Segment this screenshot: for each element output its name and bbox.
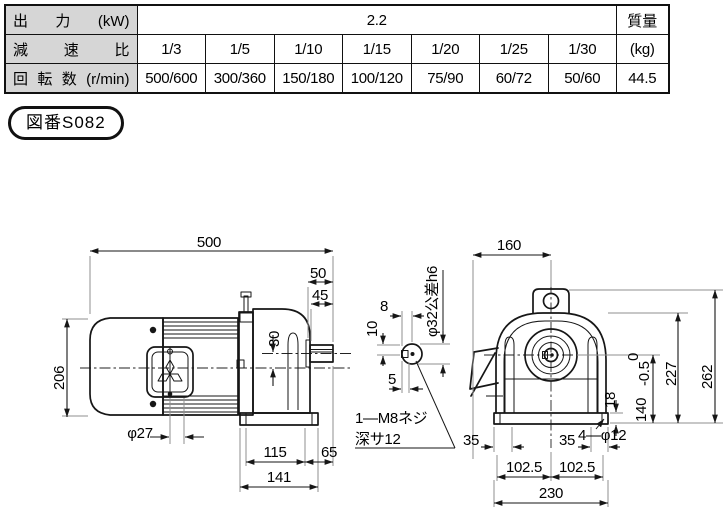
cover-bolt-icon: [149, 326, 157, 334]
mass-label-cell: 質量: [616, 4, 669, 35]
table-row-speed: 回転数(r/min) 500/600 300/360 150/180 100/1…: [4, 63, 669, 94]
speed-cell: 100/120: [342, 63, 412, 94]
dim-115-label: 115: [263, 444, 286, 461]
dim-140-label: 140: [633, 398, 650, 422]
box-screw-icon: [167, 348, 173, 355]
shaft-collar-circle: [538, 342, 564, 368]
dimension-lines: [64, 248, 334, 490]
three-diamond-logo-icon: [157, 359, 183, 382]
speed-cell: 50/60: [547, 63, 617, 94]
dim-35-right-label: 35: [559, 432, 575, 449]
dim-206-label: 206: [51, 366, 68, 390]
output-value-cell: 2.2: [136, 4, 617, 35]
ratio-cell: 1/25: [479, 34, 549, 64]
mounting-foot: [239, 412, 319, 426]
keyway-notch: [542, 351, 548, 359]
gearbox-rib: [287, 332, 299, 410]
dim-262-label: 262: [699, 365, 716, 389]
flange-lug: [236, 359, 245, 369]
shaft-end-detail: 8 10 5 φ32公差h6 1—M8ネジ 深サ12: [355, 266, 456, 449]
terminal-flap-edge: [470, 352, 496, 397]
ratio-cell: 1/3: [136, 34, 206, 64]
motor-frame: [162, 317, 239, 416]
dim-5-label: 5: [388, 371, 396, 388]
speed-cell: 60/72: [479, 63, 549, 94]
right-rib: [587, 336, 598, 413]
speed-cell: 500/600: [136, 63, 206, 94]
ratio-label-cell: 減 速 比: [4, 34, 138, 64]
speed-cell: 300/360: [205, 63, 275, 94]
holes-note-label: 4—φ12: [578, 427, 626, 444]
dim-50-label: 50: [310, 265, 326, 282]
terminal-flap: [469, 347, 499, 390]
dim-500-label: 500: [197, 234, 221, 251]
shaft-tolerance-label: φ32公差h6: [424, 266, 441, 337]
eyebolt-shank: [243, 295, 249, 314]
shaft-center-dot: [550, 353, 554, 357]
box-screw-icon: [167, 391, 173, 397]
motor-flange: [238, 311, 254, 416]
ratio-cell: 1/15: [342, 34, 412, 64]
shaft-circle: [543, 347, 559, 363]
housing-outline: [495, 312, 607, 414]
cover-bolt-icon: [149, 400, 157, 408]
dim-102-left-label: 102.5: [506, 459, 542, 476]
dim-65-label: 65: [321, 444, 337, 461]
ratio-cell: 1/5: [205, 34, 275, 64]
dim-30-label: 30: [266, 331, 283, 347]
fan-cover: [89, 317, 164, 416]
output-label-cell: 出力(kW): [4, 4, 138, 35]
housing-inner-wall: [503, 320, 599, 413]
dim-227-label: 227: [663, 362, 680, 386]
dim-45-label: 45: [312, 287, 328, 304]
speed-cell: 150/180: [273, 63, 343, 94]
tolerance-upper-label: 0: [625, 353, 642, 361]
dim-230-label: 230: [539, 485, 563, 502]
dimension-lines: [472, 252, 718, 506]
lifting-lug: [532, 288, 570, 314]
dim-phi27-label: φ27: [127, 425, 153, 442]
dim-160-label: 160: [497, 237, 521, 254]
left-rib: [504, 336, 515, 413]
dim-10-label: 10: [364, 321, 381, 337]
speed-label-cell: 回転数(r/min): [4, 63, 138, 94]
table-row-ratio: 減 速 比 1/3 1/5 1/10 1/15 1/20 1/25 1/30 (…: [4, 34, 669, 64]
tap-note-line1: 1—M8ネジ: [355, 410, 428, 427]
detail-extension-lines: [377, 311, 450, 393]
mass-unit-cell: (kg): [616, 34, 669, 64]
tolerance-lower-label: -0.5: [636, 361, 653, 386]
tap-note-line2: 深サ12: [355, 431, 401, 448]
table-row-output: 出力(kW) 2.2 質量: [4, 4, 669, 35]
output-shaft: [309, 344, 334, 363]
lug-hole: [542, 292, 560, 310]
drawing-number-badge: 図番S082: [8, 106, 124, 140]
front-view: 160 262 227 140 0 -0.5 18 35 35 102.5 10…: [463, 237, 723, 507]
gearbox-housing: [252, 308, 311, 414]
dim-8-label: 8: [380, 298, 388, 315]
side-view: 500 50 45 206 30 φ27 115 65 141: [51, 234, 352, 492]
eyebolt-head: [240, 291, 252, 298]
dim-18-label: 18: [602, 392, 619, 408]
bearing-circle: [531, 335, 571, 375]
speed-cell: 75/90: [410, 63, 480, 94]
extension-lines: [62, 256, 334, 492]
dim-102-right-label: 102.5: [559, 459, 595, 476]
base-plate: [493, 412, 609, 425]
spec-table: 出力(kW) 2.2 質量 減 速 比 1/3 1/5 1/10 1/15 1/…: [4, 4, 670, 94]
flange-top-block: [239, 312, 254, 323]
dim-141-label: 141: [267, 469, 291, 486]
ratio-cell: 1/10: [273, 34, 343, 64]
ratio-cell: 1/30: [547, 34, 617, 64]
tap-center-dot: [410, 352, 415, 356]
ratio-cell: 1/20: [410, 34, 480, 64]
dim-35-left-label: 35: [463, 432, 479, 449]
keyway-notch: [401, 350, 409, 358]
mass-value-cell: 44.5: [616, 63, 669, 94]
motor-fins: [163, 321, 238, 413]
detail-dimension-lines: [355, 270, 456, 449]
